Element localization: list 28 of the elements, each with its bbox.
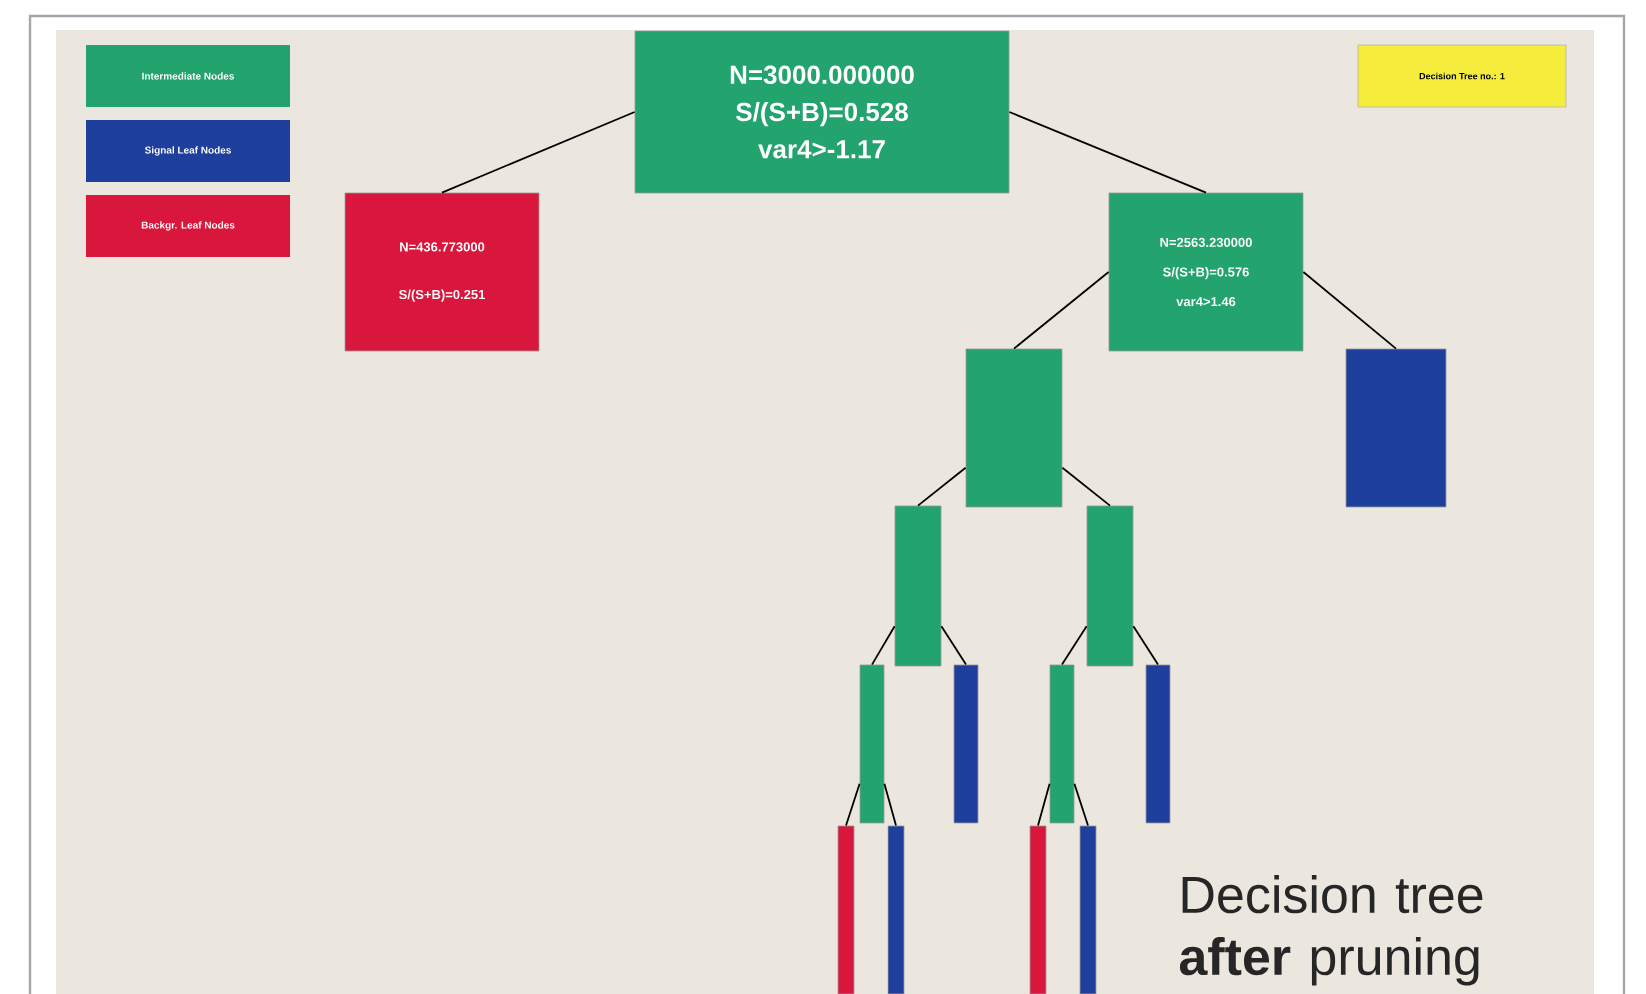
tree-edge: [940, 625, 967, 666]
leaf-node-box: [1079, 825, 1097, 994]
tree-edge: [1061, 466, 1111, 507]
leaf-node-box: [1345, 348, 1447, 508]
leaf-node-box: [953, 664, 979, 824]
tree-edge: [1008, 111, 1207, 194]
tree-node-box: [965, 348, 1063, 508]
leaf-node-box: [1029, 825, 1047, 994]
tree-node-box: [1086, 505, 1134, 667]
tree-edge: [883, 782, 897, 827]
caption: Decision tree after pruning: [1179, 875, 1483, 986]
tree-node-box: [1049, 664, 1075, 824]
tree-edge: [441, 111, 636, 194]
tree-edge: [1037, 782, 1051, 827]
tree-edge: [845, 782, 861, 827]
tree-edge: [1013, 271, 1110, 350]
leaf-node-box: [887, 825, 905, 994]
tree-edge: [1132, 625, 1159, 666]
leaf-node-box: [1145, 664, 1171, 824]
tree-edge: [917, 466, 967, 507]
tree-edge: [1073, 782, 1089, 827]
tree-node-box: [859, 664, 885, 824]
tree-edge: [1302, 271, 1397, 350]
tree-edge: [1061, 625, 1088, 666]
tree-node-box: [894, 505, 942, 667]
leaf-node-box: [837, 825, 855, 994]
root-node-box: N=3000.000000 S/(S+B)=0.528 var4>-1.17: [634, 30, 1010, 194]
tree-edge: [871, 625, 896, 666]
